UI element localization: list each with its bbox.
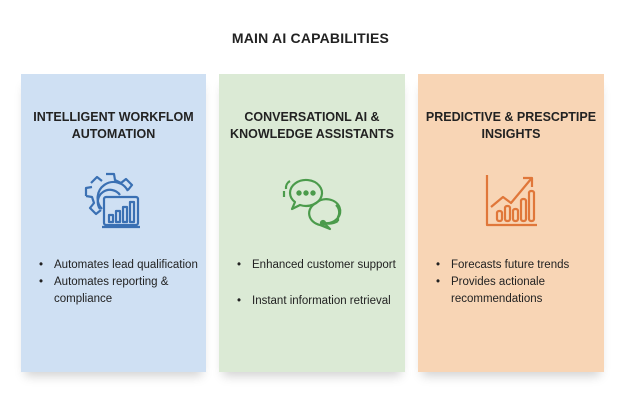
heading-line: INSIGHTS: [481, 127, 541, 141]
heading-line: KNOWLEDGE ASSISTANTS: [230, 127, 394, 141]
bullet-item: Automates lead qualification: [37, 257, 200, 274]
heading-line: PREDICTIVE & PRESCPTIPE: [425, 110, 597, 124]
chat-headset-icon: [282, 178, 342, 231]
card-predictive-insights: PREDICTIVE & PRESCPTIPE INSIGHTS Forecast…: [418, 74, 604, 372]
card-heading: PREDICTIVE & PRESCPTIPE INSIGHTS: [418, 109, 604, 143]
card-heading: CONVERSATIONL AI & KNOWLEDGE ASSISTANTS: [219, 109, 405, 143]
card-heading: INTELLIGENT WORKFLOM AUTOMATION: [21, 109, 206, 143]
heading-line: AUTOMATION: [71, 127, 156, 141]
bullet-item: Forecasts future trends: [434, 257, 598, 274]
bullet-item: Enhanced customer support: [235, 257, 399, 274]
growth-chart-icon: [485, 175, 537, 227]
bullet-list: Forecasts future trends Provides actiona…: [434, 257, 598, 308]
bullet-list: Enhanced customer support Instant inform…: [235, 257, 399, 310]
bullet-item: Provides actionale recommendations: [434, 274, 598, 308]
gear-chart-icon: [84, 172, 140, 229]
bullet-item: Instant information retrieval: [235, 293, 399, 310]
bullet-item: Automates reporting & compliance: [37, 274, 200, 308]
heading-line: CONVERSATIONL AI &: [244, 110, 380, 124]
heading-line: INTELLIGENT WORKFLOM: [33, 110, 194, 124]
card-conversational-ai: CONVERSATIONL AI & KNOWLEDGE ASSISTANTS E…: [219, 74, 405, 372]
bullet-list: Automates lead qualification Automates r…: [37, 257, 200, 308]
page-title: MAIN AI CAPABILITIES: [231, 30, 390, 46]
card-workflow-automation: INTELLIGENT WORKFLOM AUTOMATION Automates…: [21, 74, 206, 372]
